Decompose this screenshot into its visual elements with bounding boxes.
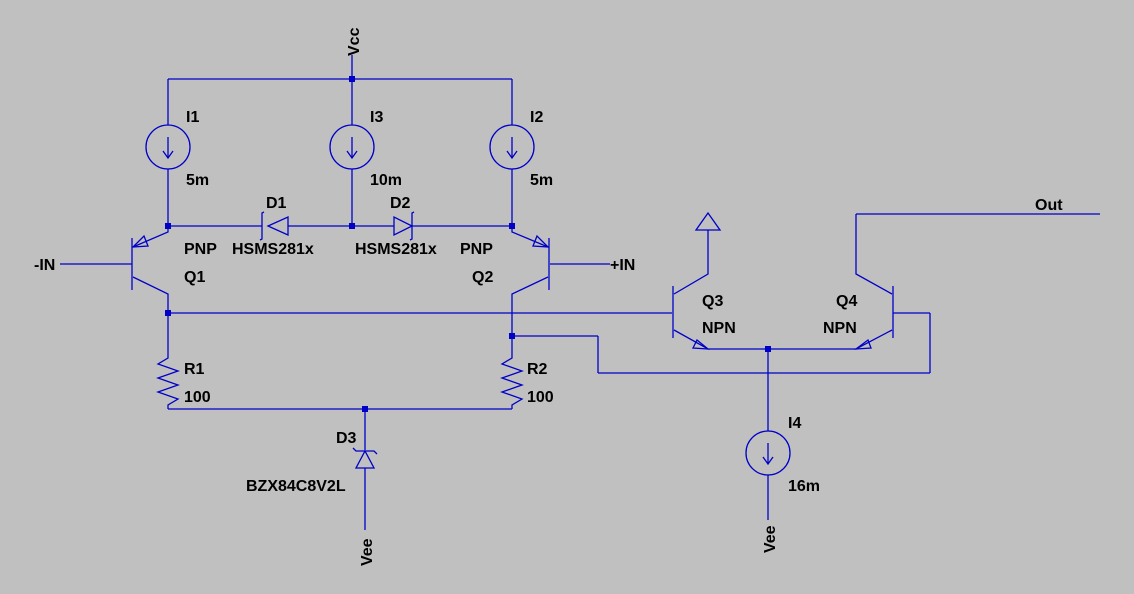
i3-value: 10m xyxy=(370,172,402,189)
q4-name: Q4 xyxy=(836,293,857,310)
current-source-i4[interactable] xyxy=(745,430,791,476)
d2-name: D2 xyxy=(390,195,411,212)
input-minus-label: -IN xyxy=(34,257,55,274)
input-plus-label: +IN xyxy=(610,257,635,274)
vcc-label: Vcc xyxy=(346,27,363,56)
vee-label-right: Vee xyxy=(762,525,779,553)
r1-value: 100 xyxy=(184,389,211,406)
i2-value: 5m xyxy=(530,172,553,189)
i2-name: I2 xyxy=(530,109,543,126)
current-source-i3[interactable] xyxy=(329,124,375,170)
q1-name: Q1 xyxy=(184,269,205,286)
resistor-r2[interactable] xyxy=(500,354,524,409)
q3-name: Q3 xyxy=(702,293,723,310)
current-source-i1[interactable] xyxy=(145,124,191,170)
q1-type: PNP xyxy=(184,241,217,258)
r2-name: R2 xyxy=(527,361,548,378)
npn-transistor-q3[interactable] xyxy=(672,286,710,350)
r2-value: 100 xyxy=(527,389,554,406)
i1-name: I1 xyxy=(186,109,199,126)
schottky-diode-d1[interactable] xyxy=(259,211,289,241)
d1-model: HSMS281x xyxy=(232,241,314,258)
q3-type: NPN xyxy=(702,320,736,337)
labels: Vcc Vee Vee -IN +IN Out I1 5m I3 10m I2 … xyxy=(34,27,1063,566)
pnp-transistor-q2[interactable] xyxy=(532,234,550,290)
d3-name: D3 xyxy=(336,430,357,447)
d3-model: BZX84C8V2L xyxy=(246,478,346,495)
i1-value: 5m xyxy=(186,172,209,189)
r1-name: R1 xyxy=(184,361,205,378)
d2-model: HSMS281x xyxy=(355,241,437,258)
q2-name: Q2 xyxy=(472,269,493,286)
i3-name: I3 xyxy=(370,109,383,126)
output-label: Out xyxy=(1035,197,1063,214)
d1-name: D1 xyxy=(266,195,287,212)
vee-label-left: Vee xyxy=(359,538,376,566)
q2-type: PNP xyxy=(460,241,493,258)
i4-value: 16m xyxy=(788,478,820,495)
pnp-transistor-q1[interactable] xyxy=(131,234,149,290)
current-source-i2[interactable] xyxy=(489,124,535,170)
zener-diode-d3[interactable] xyxy=(352,447,378,469)
wires xyxy=(60,55,1100,530)
npn-transistor-q4[interactable] xyxy=(853,286,894,350)
i4-name: I4 xyxy=(788,415,801,432)
q4-type: NPN xyxy=(823,320,857,337)
resistor-r1[interactable] xyxy=(156,354,180,409)
ground-symbol xyxy=(694,211,722,231)
junction-dots xyxy=(165,76,771,412)
schottky-diode-d2[interactable] xyxy=(393,211,415,241)
